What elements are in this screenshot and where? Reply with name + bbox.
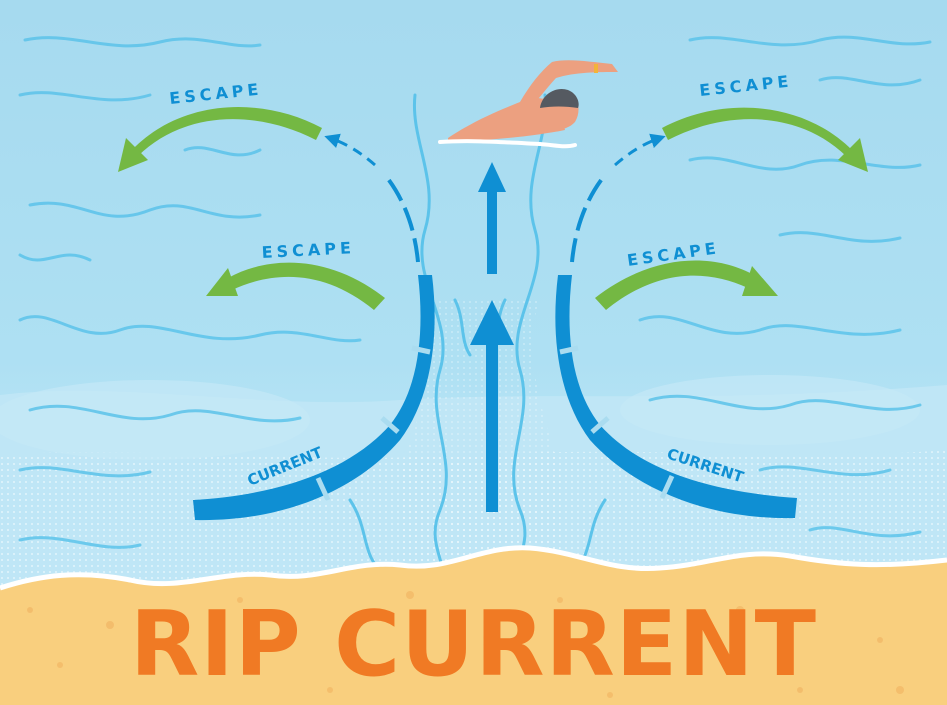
beach-sand: [0, 547, 947, 705]
shoreline-foam: [0, 545, 947, 591]
page-title: RIP CURRENT: [129, 591, 817, 697]
escape-arrow-icon: [118, 107, 868, 310]
left-current-arc: [193, 133, 435, 521]
escape-label-mid-left: ESCAPE: [261, 238, 355, 262]
right-current-arc: [555, 133, 797, 519]
water-patch: [0, 380, 310, 460]
sand-dots: [27, 591, 904, 698]
rip-channel-lines: [348, 93, 607, 582]
rip-current-arrows: [470, 162, 514, 512]
wave-lines: [18, 35, 932, 549]
swimmer-icon: [438, 60, 618, 149]
